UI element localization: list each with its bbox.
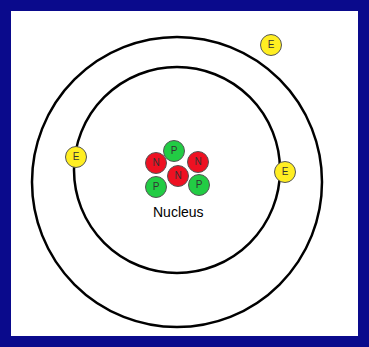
- electron-circle: E: [260, 34, 282, 56]
- inner-orbit: [74, 67, 280, 273]
- particle-letter: E: [73, 152, 80, 162]
- particle-letter: N: [194, 157, 201, 167]
- proton-circle: P: [188, 174, 210, 196]
- nucleus-label: Nucleus: [153, 204, 204, 220]
- particle-letter: P: [196, 180, 203, 190]
- particle-letter: N: [174, 171, 181, 181]
- neutron-circle: N: [145, 152, 167, 174]
- particle-letter: P: [171, 146, 178, 156]
- outer-orbit: [32, 37, 322, 327]
- particle-letter: E: [282, 167, 289, 177]
- proton-circle: P: [145, 176, 167, 198]
- electron-circle: E: [65, 146, 87, 168]
- particle-letter: N: [152, 158, 159, 168]
- particle-letter: E: [268, 40, 275, 50]
- neutron-circle: N: [187, 151, 209, 173]
- particle-letter: P: [153, 182, 160, 192]
- neutron-circle: N: [167, 165, 189, 187]
- electron-circle: E: [274, 161, 296, 183]
